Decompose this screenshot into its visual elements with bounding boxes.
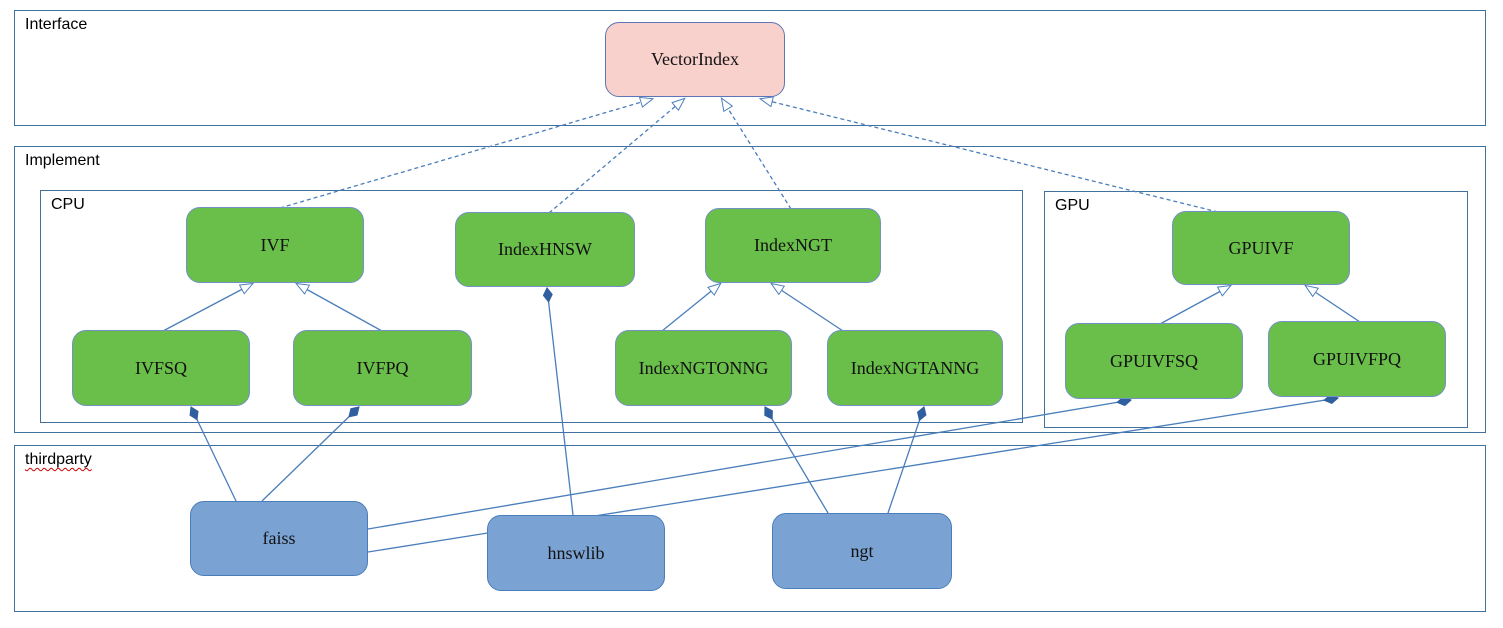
node-ivf[interactable]: IVF <box>186 207 364 283</box>
node-label-faiss: faiss <box>262 528 296 548</box>
node-gpuivf[interactable]: GPUIVF <box>1172 211 1350 285</box>
node-label-ivf: IVF <box>260 234 290 255</box>
section-label-interface: Interface <box>25 16 88 33</box>
node-label-gpuivf: GPUIVF <box>1228 237 1294 258</box>
node-gpuivfpq[interactable]: GPUIVFPQ <box>1268 321 1446 397</box>
node-hnswlib[interactable]: hnswlib <box>487 515 665 591</box>
node-label-ivfsq: IVFSQ <box>134 357 187 378</box>
node-label-ivfpq: IVFPQ <box>356 357 409 378</box>
section-label-gpu: GPU <box>1055 197 1090 214</box>
node-label-gpuivfsq: GPUIVFSQ <box>1109 350 1199 371</box>
node-label-vectorindex: VectorIndex <box>651 49 739 69</box>
node-indexhnsw[interactable]: IndexHNSW <box>455 212 635 287</box>
node-indexngtanng[interactable]: IndexNGTANNG <box>827 330 1003 406</box>
node-label-hnswlib: hnswlib <box>547 542 605 563</box>
section-label-implement: Implement <box>25 152 100 169</box>
section-label-cpu: CPU <box>51 196 85 213</box>
node-label-indexhnsw: IndexHNSW <box>498 239 592 259</box>
node-ngt[interactable]: ngt <box>772 513 952 589</box>
node-indexngt[interactable]: IndexNGT <box>705 208 881 283</box>
node-vectorindex[interactable]: VectorIndex <box>605 22 785 97</box>
node-label-gpuivfpq: GPUIVFPQ <box>1312 348 1402 369</box>
section-label-thirdparty: thirdparty <box>25 451 92 468</box>
node-label-indexngtanng: IndexNGTANNG <box>850 357 980 378</box>
node-faiss[interactable]: faiss <box>190 501 368 576</box>
node-ivfpq[interactable]: IVFPQ <box>293 330 472 406</box>
node-indexngtonng[interactable]: IndexNGTONNG <box>615 330 792 406</box>
node-label-indexngt: IndexNGT <box>754 235 832 255</box>
node-ivfsq[interactable]: IVFSQ <box>72 330 250 406</box>
node-label-ngt: ngt <box>850 540 874 561</box>
node-label-indexngtonng: IndexNGTONNG <box>638 357 769 378</box>
node-gpuivfsq[interactable]: GPUIVFSQ <box>1065 323 1243 399</box>
